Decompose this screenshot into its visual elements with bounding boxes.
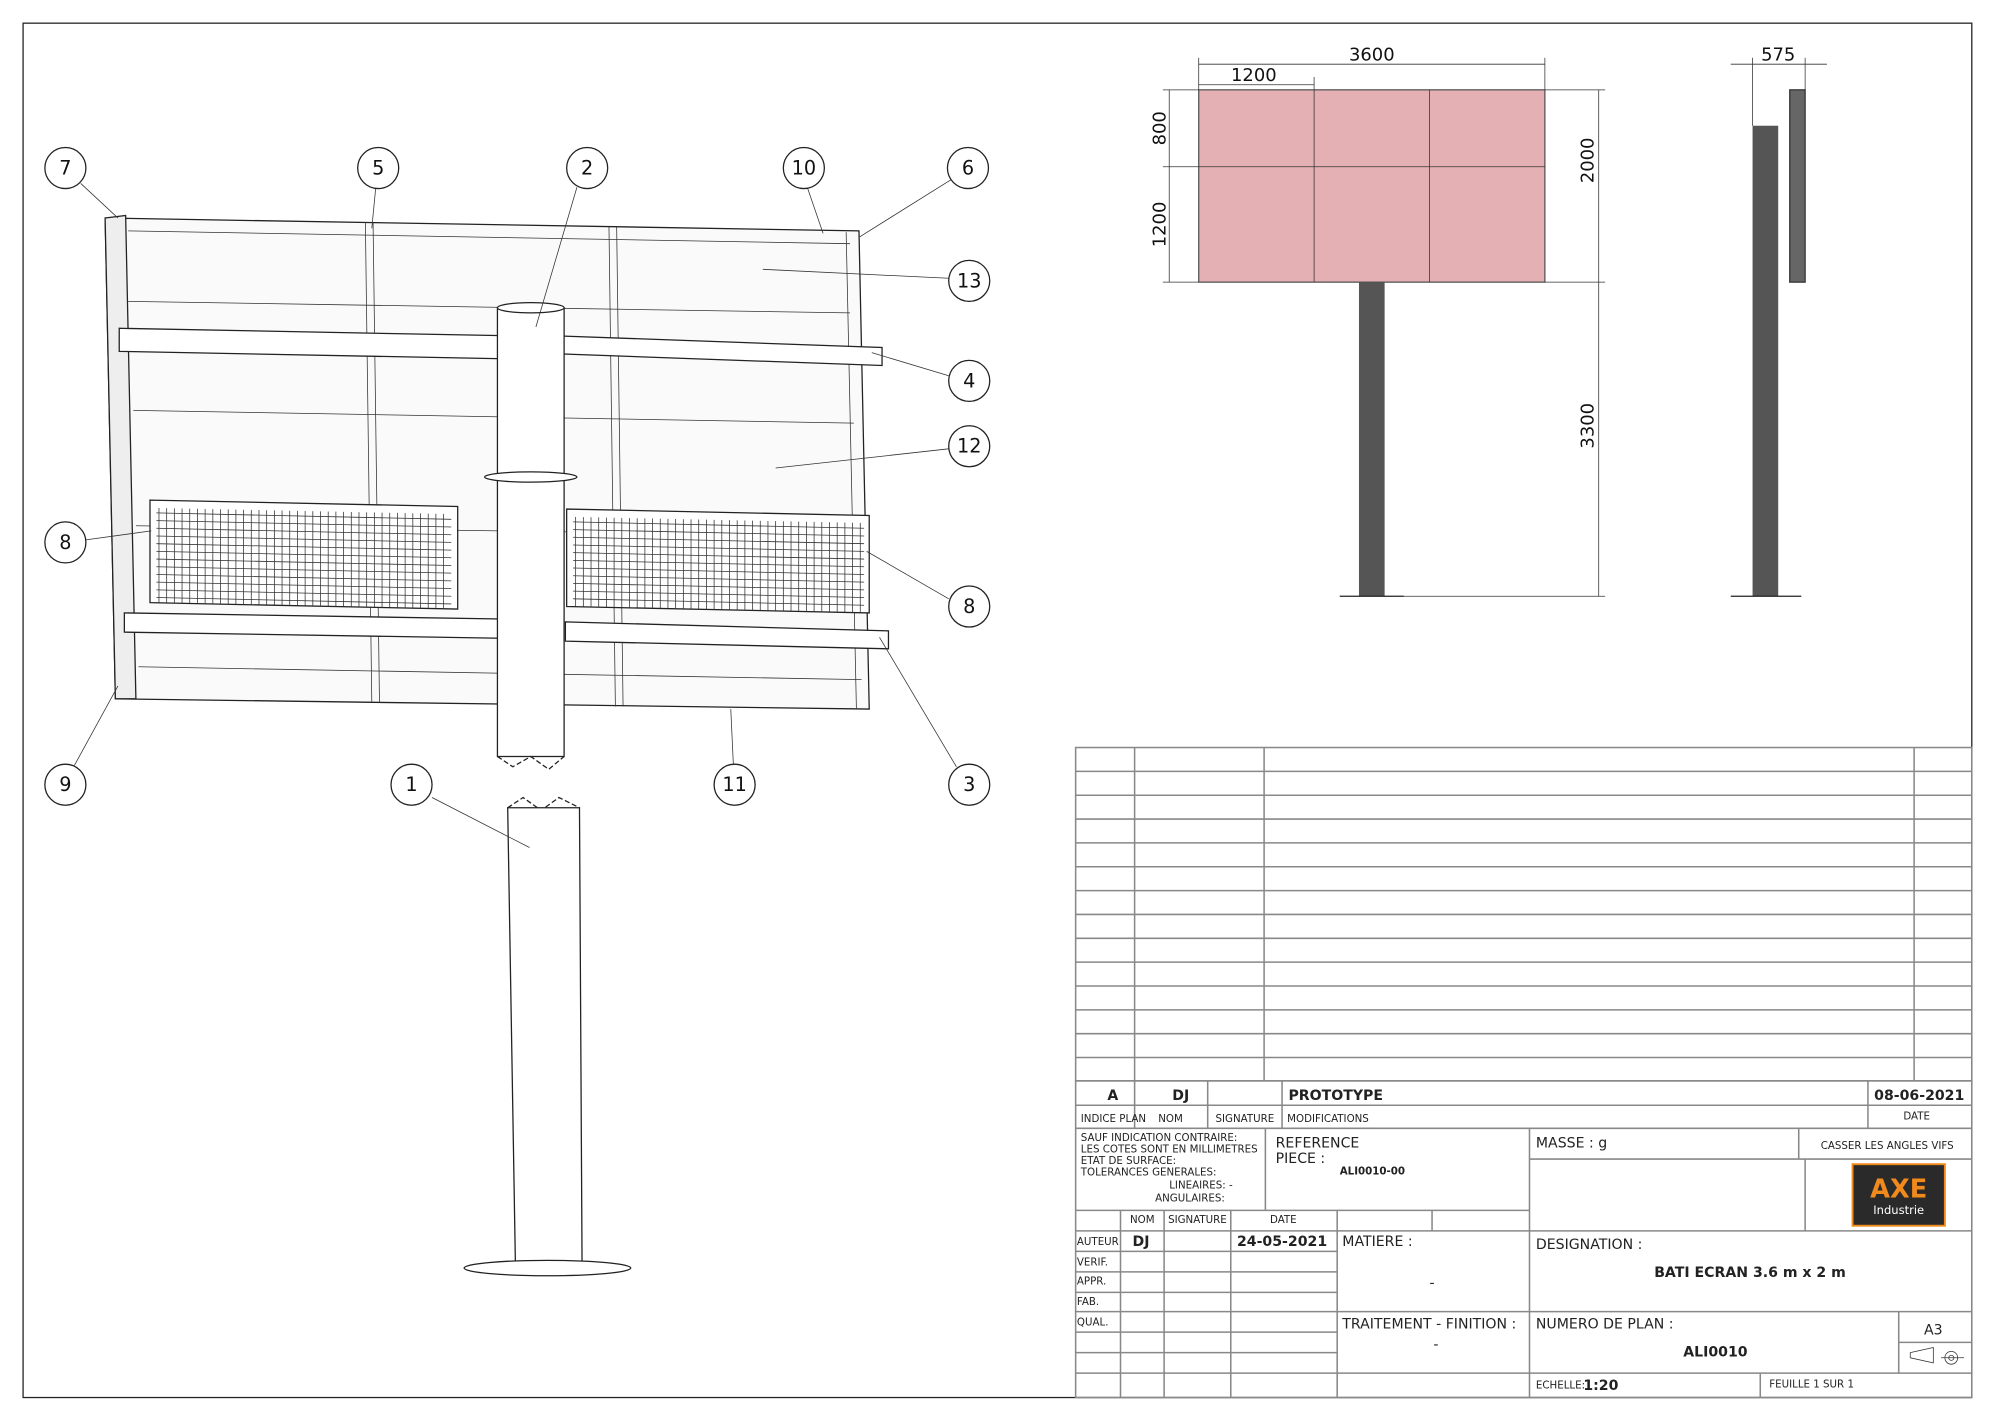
balloon-3: 3 (948, 763, 991, 806)
balloon-11: 11 (713, 763, 756, 806)
balloon-4: 4 (948, 359, 991, 403)
revision-nom: DJ (1172, 1088, 1189, 1104)
svg-text:9: 9 (59, 773, 71, 796)
pole-upper (496, 307, 565, 758)
dim-height-panel: 2000 (1578, 138, 1599, 184)
header-signature: SIGNATURE (1216, 1113, 1275, 1125)
dim-height-pole: 3300 (1578, 403, 1599, 449)
lower-rail-right (564, 621, 890, 650)
svg-text:13: 13 (957, 269, 981, 292)
dim-width-total: 3600 (1349, 44, 1395, 65)
role-qual: QUAL. (1077, 1317, 1109, 1329)
header-date: DATE (1903, 1110, 1930, 1122)
svg-text:8: 8 (59, 531, 71, 554)
svg-text:10: 10 (792, 157, 816, 180)
balloon-5: 5 (357, 146, 400, 190)
svg-text:6: 6 (962, 157, 974, 180)
header-indice: INDICE PLAN (1081, 1113, 1146, 1125)
balloon-13: 13 (948, 259, 991, 303)
svg-text:5: 5 (372, 157, 384, 180)
revision-table (1074, 746, 1973, 1082)
role-verif: VERIF. (1077, 1256, 1108, 1268)
casser-angles: CASSER LES ANGLES VIFS (1821, 1140, 1954, 1152)
svg-text:AXE: AXE (1870, 1175, 1927, 1205)
svg-text:2: 2 (581, 157, 593, 180)
note: ETAT DE SURFACE: (1081, 1155, 1176, 1167)
side-view: 575 (1730, 44, 1827, 597)
balloon-2: 2 (566, 146, 609, 190)
reference-value: ALI0010-00 (1340, 1165, 1405, 1177)
numero-value: ALI0010 (1683, 1345, 1748, 1361)
svg-text:8: 8 (963, 595, 975, 618)
sig-header-signature: SIGNATURE (1168, 1214, 1227, 1226)
designation-value: BATI ECRAN 3.6 m x 2 m (1654, 1265, 1846, 1281)
balloon-12: 12 (948, 425, 991, 468)
auteur-nom: DJ (1133, 1234, 1150, 1250)
svg-text:4: 4 (963, 369, 975, 392)
balloon-8: 8 (44, 521, 87, 564)
role-appr: APPR. (1077, 1276, 1106, 1288)
title-block: A DJ PROTOTYPE 08-06-2021 INDICE PLAN NO… (1074, 1080, 1973, 1399)
note: TOLERANCES GENERALES: (1080, 1167, 1217, 1179)
matiere-value: - (1430, 1275, 1435, 1291)
revision-date: 08-06-2021 (1874, 1088, 1964, 1104)
projection-symbol-icon (1909, 1347, 1965, 1365)
masse: MASSE : g (1536, 1136, 1607, 1152)
matiere-label: MATIERE : (1342, 1234, 1412, 1250)
grid-right (566, 508, 870, 614)
sheet-border (22, 22, 1973, 1399)
dim-depth: 575 (1761, 44, 1795, 65)
svg-text:1: 1 (405, 773, 417, 796)
header-nom: NOM (1158, 1113, 1183, 1125)
dim-height-top: 800 (1149, 111, 1170, 145)
sig-header-date: DATE (1270, 1214, 1297, 1226)
numero-label: NUMERO DE PLAN : (1536, 1316, 1674, 1332)
role-auteur: AUTEUR (1077, 1236, 1119, 1248)
screen-panel (1198, 89, 1546, 283)
echelle-label: ECHELLE: (1536, 1380, 1585, 1392)
svg-text:7: 7 (59, 157, 71, 180)
balloon-1: 1 (390, 763, 433, 806)
svg-text:Industrie: Industrie (1873, 1203, 1924, 1217)
svg-text:3: 3 (963, 773, 975, 796)
front-view: 3600 1200 800 1200 2000 3300 (1149, 44, 1606, 597)
note: ANGULAIRES: (1155, 1192, 1225, 1204)
base-plate (463, 1259, 632, 1277)
dim-width-module: 1200 (1231, 65, 1277, 86)
note: LINEAIRES: - (1169, 1180, 1233, 1192)
dim-height-bottom: 1200 (1149, 202, 1170, 248)
auteur-date: 24-05-2021 (1237, 1234, 1327, 1250)
note: SAUF INDICATION CONTRAIRE: (1081, 1132, 1238, 1144)
axe-industrie-logo: AXE Industrie (1851, 1163, 1946, 1227)
role-fab: FAB. (1077, 1296, 1099, 1308)
balloon-10: 10 (782, 146, 826, 190)
echelle-value: 1:20 (1583, 1378, 1618, 1394)
format: A3 (1924, 1323, 1943, 1339)
designation-label: DESIGNATION : (1536, 1237, 1643, 1253)
note: LES COTES SONT EN MILLIMETRES (1081, 1144, 1258, 1156)
traitement-label: TRAITEMENT - FINITION : (1341, 1316, 1516, 1332)
svg-text:11: 11 (722, 773, 746, 796)
balloon-9: 9 (44, 763, 87, 806)
sig-header-nom: NOM (1130, 1214, 1155, 1226)
reference-label: REFERENCE (1276, 1136, 1360, 1152)
feuille: FEUILLE 1 SUR 1 (1769, 1378, 1854, 1390)
balloon-8: 8 (948, 585, 991, 628)
pole (1358, 282, 1385, 597)
revision-modification: PROTOTYPE (1288, 1088, 1383, 1104)
reference-label-2: PIECE : (1276, 1151, 1326, 1167)
balloon-7: 7 (44, 146, 87, 190)
svg-text:12: 12 (957, 435, 981, 458)
leader-lines (74, 179, 957, 848)
pole-lower (507, 807, 583, 1264)
header-modifications: MODIFICATIONS (1287, 1113, 1369, 1125)
balloon-6: 6 (946, 146, 990, 190)
traitement-value: - (1433, 1337, 1438, 1353)
revision-indice: A (1107, 1088, 1118, 1104)
